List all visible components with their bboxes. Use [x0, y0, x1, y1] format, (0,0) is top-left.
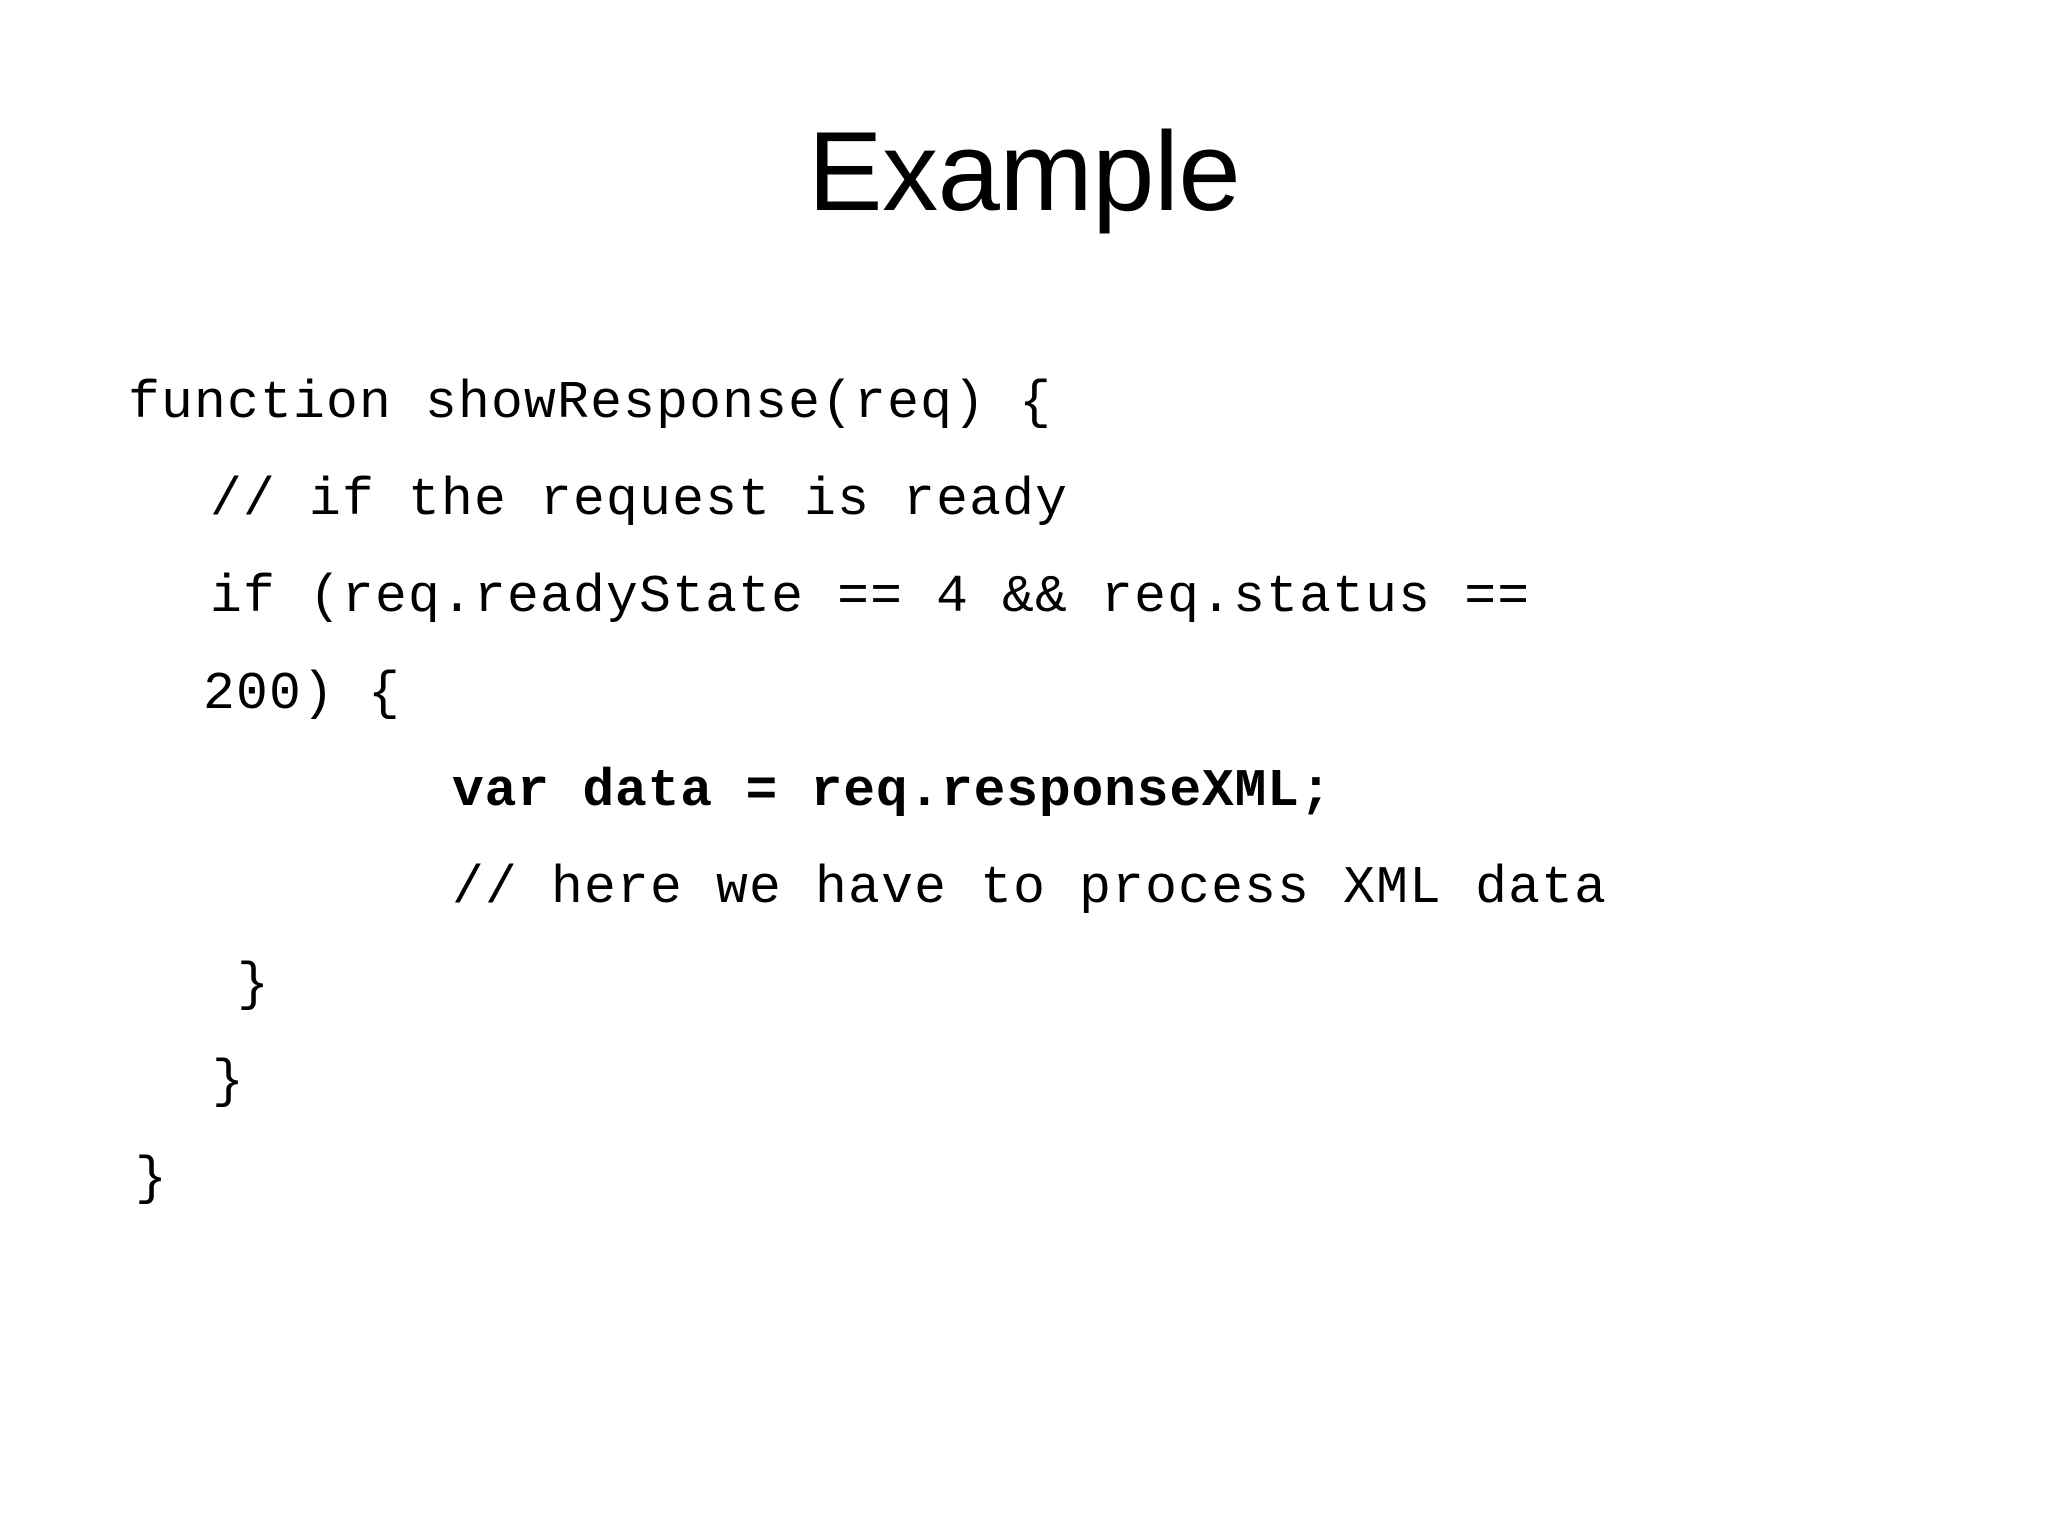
code-line: // here we have to process XML data: [452, 858, 1608, 918]
code-line: }: [135, 1149, 169, 1209]
code-line: }: [237, 955, 271, 1015]
code-line: // if the request is ready: [210, 470, 1069, 530]
code-line: }: [212, 1052, 246, 1112]
code-line: function showResponse(req) {: [128, 373, 1053, 433]
code-line: var data = req.responseXML;: [452, 761, 1333, 821]
page-title: Example: [807, 109, 1241, 234]
code-line: if (req.readyState == 4 && req.status ==: [210, 567, 1531, 627]
code-block: function showResponse(req) { // if the re…: [0, 355, 2048, 1228]
code-line: 200) {: [203, 664, 402, 724]
